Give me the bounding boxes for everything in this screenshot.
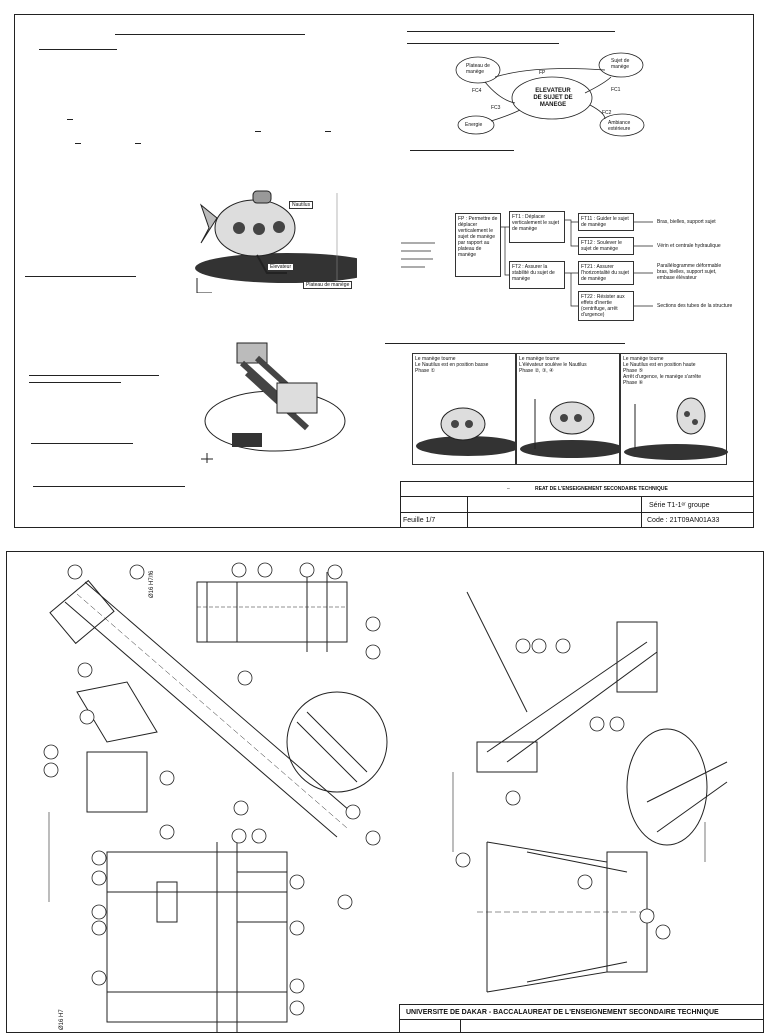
phase-3: Le manège tourne Le Nautilus est en posi… <box>620 353 728 465</box>
heading-line <box>29 375 159 376</box>
exam-title-2: UNIVERSITE DE DAKAR - BACCALAUREAT DE L'… <box>406 1009 719 1016</box>
label-elevateur: Elevateur <box>267 263 295 271</box>
heading-line <box>410 150 514 151</box>
rule <box>75 143 81 144</box>
fit-dimension-bottom: Ø16 H7 <box>59 1009 65 1030</box>
label-plateau: Plateau de manège <box>303 281 353 289</box>
link-fc3: FC3 <box>491 105 501 111</box>
link-fc4: FC4 <box>472 88 482 94</box>
serie: Série T1-1ᵉʳ groupe <box>649 502 710 509</box>
fast-s11: Bras, bielles, support sujet <box>657 219 716 225</box>
title-block-2: UNIVERSITE DE DAKAR - BACCALAUREAT DE L'… <box>399 1004 764 1033</box>
phase-1-text: Le manège tourne Le Nautilus est en posi… <box>415 356 489 374</box>
heading-line <box>407 31 615 32</box>
fast-ft11: FT11 : Guider le sujet de manège <box>578 213 634 231</box>
fast-s21: Parallélogramme déformable bras, bielles… <box>657 263 722 281</box>
heading-line <box>385 343 625 344</box>
label-nautilus: Nautilus <box>289 201 314 209</box>
fast-ft2: FT2 : Assurer la stabilité du sujet de m… <box>509 261 565 289</box>
node-plateau: Plateau de manège <box>466 63 490 75</box>
phase-3-text: Le manège tourne Le Nautilus est en posi… <box>623 356 702 386</box>
function-diagram <box>455 52 645 137</box>
phase-2-figure <box>520 399 621 458</box>
heading-line <box>25 276 136 277</box>
heading-line <box>29 382 121 383</box>
exam-code: Code : 21T09AN01A33 <box>647 517 720 524</box>
fast-fp: FP : Permettre de déplacer verticalement… <box>455 213 501 277</box>
heading-line <box>115 34 305 35</box>
title-dash: – <box>507 486 510 492</box>
phase-2-text: Le manège tourne L'élévateur soulève le … <box>519 356 587 374</box>
sheet-2: Ø16 H7/f6 Ø16 H7 UNIVERSITE DE DAKAR - B… <box>6 551 764 1033</box>
fast-s22: Sections des tubes de la structure <box>657 303 733 309</box>
node-energie: Energie <box>465 122 483 128</box>
phase-2: Le manège tourne L'élévateur soulève le … <box>516 353 621 465</box>
exam-title: REAT DE L'ENSEIGNEMENT SECONDAIRE TECHNI… <box>535 486 668 492</box>
heading-line <box>407 43 559 44</box>
phase-1: Le manège tourne Le Nautilus est en posi… <box>412 353 517 465</box>
title-block: – REAT DE L'ENSEIGNEMENT SECONDAIRE TECH… <box>400 481 753 527</box>
fit-dimension-top: Ø16 H7/f6 <box>149 570 155 598</box>
nautilus-photo <box>195 190 357 293</box>
node-ambiance: Ambiance extérieure <box>608 120 631 132</box>
fast-s12: Vérin et centrale hydraulique <box>657 243 721 249</box>
rule <box>67 119 73 120</box>
link-fc2: FC2 <box>602 110 612 116</box>
sheet-1: ELEVATEUR DE SUJET DE MANEGE Plateau de … <box>14 14 754 528</box>
assembly-drawing <box>43 562 728 1032</box>
phase-3-figure <box>624 397 728 460</box>
link-fp: FP <box>539 70 546 76</box>
sheet-number: Feuille 1/7 <box>403 517 436 524</box>
fast-ft21: FT21 : Assurer l'horizontalité du sujet … <box>578 261 634 285</box>
fast-ft22: FT22 : Résister aux effets d'inertie (ce… <box>578 291 634 321</box>
fast-ft1: FT1 : Déplacer verticalement le sujet de… <box>509 211 565 243</box>
phase-1-figure <box>416 407 517 456</box>
heading-line <box>33 486 185 487</box>
fast-ft12: FT12 : Soulever le sujet de manège <box>578 237 634 255</box>
node-sujet: Sujet de manège <box>611 58 630 70</box>
diagram-center-label: ELEVATEUR DE SUJET DE MANEGE <box>533 88 573 108</box>
heading-line <box>39 49 117 50</box>
rule <box>135 143 141 144</box>
heading-line <box>31 443 133 444</box>
mechanism-photo <box>201 342 346 463</box>
rule <box>255 131 261 132</box>
link-fc1: FC1 <box>611 87 621 93</box>
rule <box>325 131 331 132</box>
